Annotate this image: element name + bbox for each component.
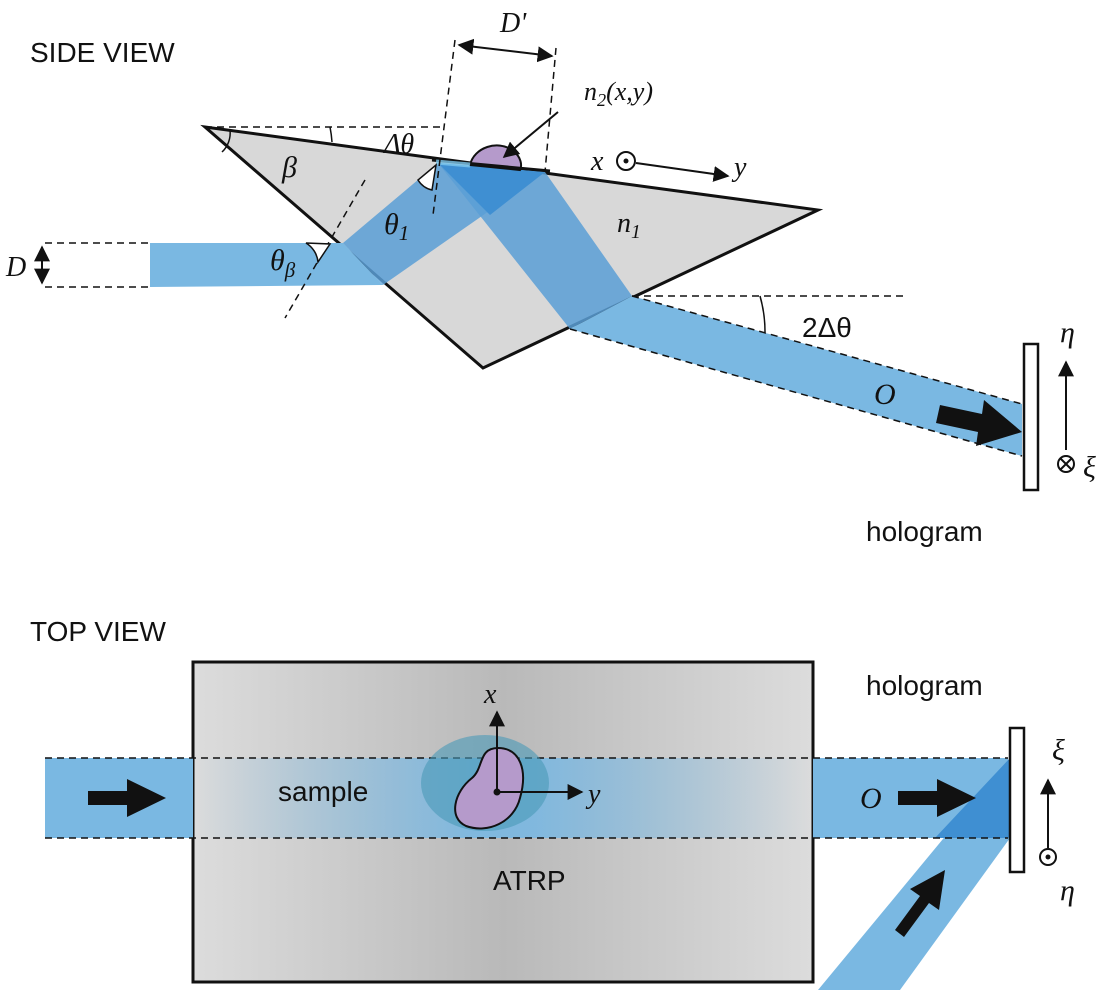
atrp-label: ATRP <box>493 865 566 896</box>
side-outgoing-beam <box>570 296 1022 456</box>
d-prime-arrow <box>457 38 554 63</box>
side-y-axis-arrow <box>635 162 730 182</box>
side-y-axis-label: y <box>731 152 747 183</box>
side-beam-overlap <box>438 163 545 215</box>
theta-beta-label: θβ <box>270 244 296 282</box>
side-eta-label: η <box>1060 316 1075 349</box>
side-hologram-label: hologram <box>866 516 983 547</box>
side-object-beam-label: O <box>874 378 896 411</box>
top-x-axis-label: x <box>483 679 497 710</box>
n2-label: n2(x,y) <box>584 77 653 110</box>
top-sample <box>454 746 524 830</box>
n1-label: n1 <box>617 208 641 243</box>
side-xi-label: ξ <box>1083 451 1096 484</box>
top-hologram-plate <box>1008 726 1026 874</box>
n2-pointer-arrow <box>502 111 559 159</box>
theta1-label: θ1 <box>384 208 409 245</box>
side-view-title: SIDE VIEW <box>30 37 175 68</box>
sample-label: sample <box>278 776 368 807</box>
top-eta-label: η <box>1060 874 1075 907</box>
beta-label: β <box>281 151 297 184</box>
top-object-beam-label: O <box>860 782 882 815</box>
top-hologram-label: hologram <box>866 670 983 701</box>
top-view-title: TOP VIEW <box>30 616 166 647</box>
two-delta-theta-label: 2Δθ <box>802 312 852 343</box>
top-outgoing-direction-arrow <box>898 779 976 817</box>
top-y-axis-label: y <box>585 779 601 810</box>
side-incoming-beam <box>150 243 383 287</box>
d-prime-label: D' <box>499 8 527 39</box>
top-incoming-direction-arrow <box>88 779 166 817</box>
delta-theta-label: Δθ <box>383 129 414 160</box>
side-x-axis-label: x <box>590 146 604 177</box>
top-reference-direction-arrow <box>895 870 945 937</box>
side-hologram-plate <box>1022 342 1040 492</box>
side-beam-direction-arrow <box>936 400 1022 446</box>
d-label: D <box>5 252 26 283</box>
top-xi-label: ξ <box>1052 734 1065 767</box>
